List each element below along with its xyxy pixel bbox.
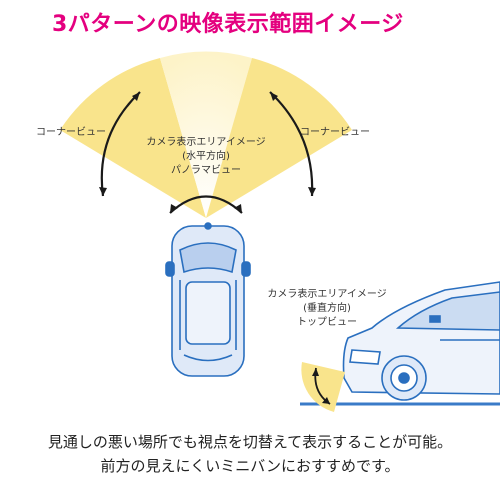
arrow-panorama <box>169 195 243 214</box>
fan-view-area <box>60 51 352 219</box>
fan-right-section <box>206 58 352 218</box>
fan-center-section <box>160 51 252 219</box>
label-vertical-line3: トップビュー <box>297 317 357 328</box>
label-horizontal-line2: (水平方向) <box>182 151 230 162</box>
page-title: 3パターンの映像表示範囲イメージ <box>52 12 404 37</box>
label-horizontal-line1: カメラ表示エリアイメージ <box>146 137 266 148</box>
arrow-corner-right <box>269 91 314 197</box>
car-top-view <box>165 222 251 377</box>
label-horizontal-view: カメラ表示エリアイメージ (水平方向) パノラマビュー <box>132 136 280 178</box>
label-corner-view-left: コーナービュー <box>36 127 106 138</box>
label-horizontal-line3: パノラマビュー <box>171 165 241 176</box>
label-vertical-line1: カメラ表示エリアイメージ <box>267 289 387 300</box>
caption-line-2: 前方の見えにくいミニバンにおすすめです。 <box>100 457 400 475</box>
label-vertical-view: カメラ表示エリアイメージ (垂直方向) トップビュー <box>262 288 392 330</box>
car-side-view <box>342 281 500 401</box>
label-corner-view-right: コーナービュー <box>300 127 370 138</box>
fan-left-section <box>60 58 206 218</box>
label-vertical-line2: (垂直方向) <box>303 303 351 314</box>
caption-line-1: 見通しの悪い場所でも視点を切替えて表示することが可能。 <box>47 433 453 451</box>
view-arrows <box>99 91 316 214</box>
vertical-view-wedge <box>301 362 345 412</box>
arrow-corner-left <box>100 91 141 197</box>
